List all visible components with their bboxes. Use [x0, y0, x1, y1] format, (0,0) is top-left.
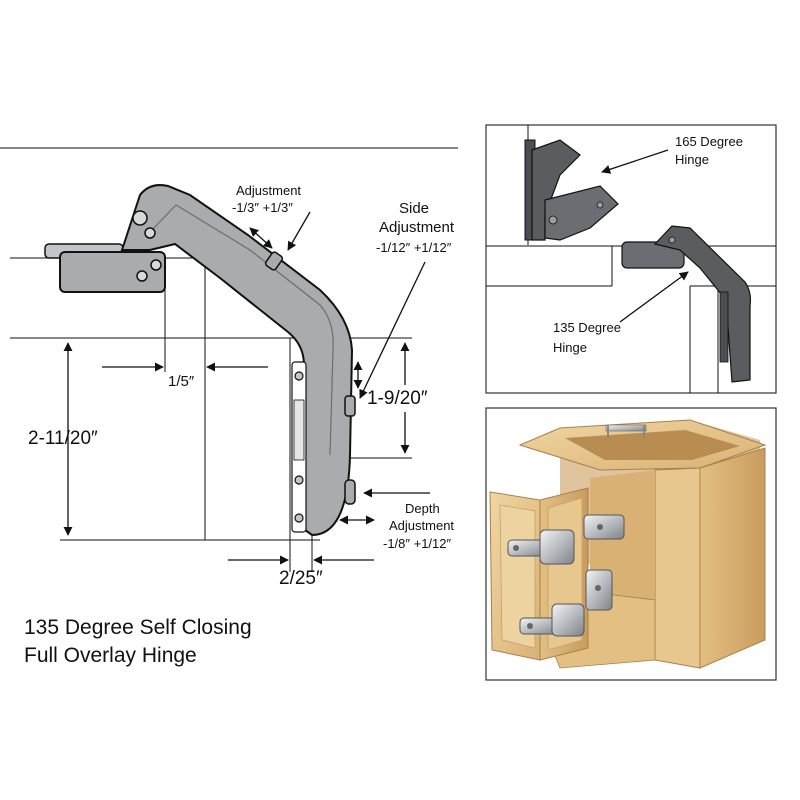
- side-adjustment-screw: [344, 395, 356, 417]
- photo-hinge-upper: [507, 514, 625, 565]
- depth-adjustment-line2: Adjustment: [389, 518, 454, 533]
- adjustment-top-range: -1/3″ +1/3″: [232, 200, 293, 215]
- adjustment-screw-top: [264, 251, 284, 271]
- depth-adjustment-screw: [344, 479, 356, 505]
- photo-hinge-lower: [519, 569, 613, 637]
- title-line2: Full Overlay Hinge: [24, 644, 197, 667]
- hinge-165-shape: [524, 139, 619, 241]
- inset-165-line2: Hinge: [675, 152, 709, 167]
- dim-thickness-label: 2/25″: [279, 568, 323, 589]
- hinge-pivot-screw-2: [144, 227, 156, 239]
- adjustment-top-arrow: [249, 227, 273, 249]
- hinge-arm: [120, 184, 354, 537]
- hinge-mounting-plate: [44, 243, 166, 293]
- door-mounting-plate: [291, 361, 307, 533]
- hinge-135-shape: [621, 225, 752, 383]
- hinge-pivot-screw: [132, 210, 148, 226]
- side-adjustment-line2: Adjustment: [379, 219, 455, 236]
- inset-cabinet-photo: [485, 407, 777, 681]
- adjustment-top-leader: [287, 211, 311, 251]
- adjustment-top-label: Adjustment: [236, 183, 301, 198]
- inset-hinge-comparison: 165 Degree Hinge 135 Degree Hinge: [485, 124, 777, 394]
- dim-height-label: 2-11/20″: [28, 428, 98, 449]
- side-adjustment-leader: [359, 261, 426, 399]
- side-adjustment-range: -1/12″ +1/12″: [376, 240, 452, 255]
- dim-arm-height-label: 1-9/20″: [367, 388, 428, 409]
- dim-overlay-label: 1/5″: [168, 373, 195, 390]
- inset-135-line1: 135 Degree: [553, 320, 621, 335]
- title-line1: 135 Degree Self Closing: [24, 616, 252, 639]
- inset-165-line1: 165 Degree: [675, 134, 743, 149]
- depth-adjustment-line1: Depth: [405, 501, 440, 516]
- main-technical-drawing: 1/5″ 2-11/20″ 1-9/20″ 2/25″ Adjustment -…: [0, 147, 458, 589]
- hinge-165-leader: [601, 149, 669, 174]
- hinge-135-leader: [619, 271, 689, 323]
- depth-adjustment-range: -1/8″ +1/12″: [383, 536, 452, 551]
- side-adjustment-line1: Side: [399, 200, 429, 217]
- inset-135-line2: Hinge: [553, 340, 587, 355]
